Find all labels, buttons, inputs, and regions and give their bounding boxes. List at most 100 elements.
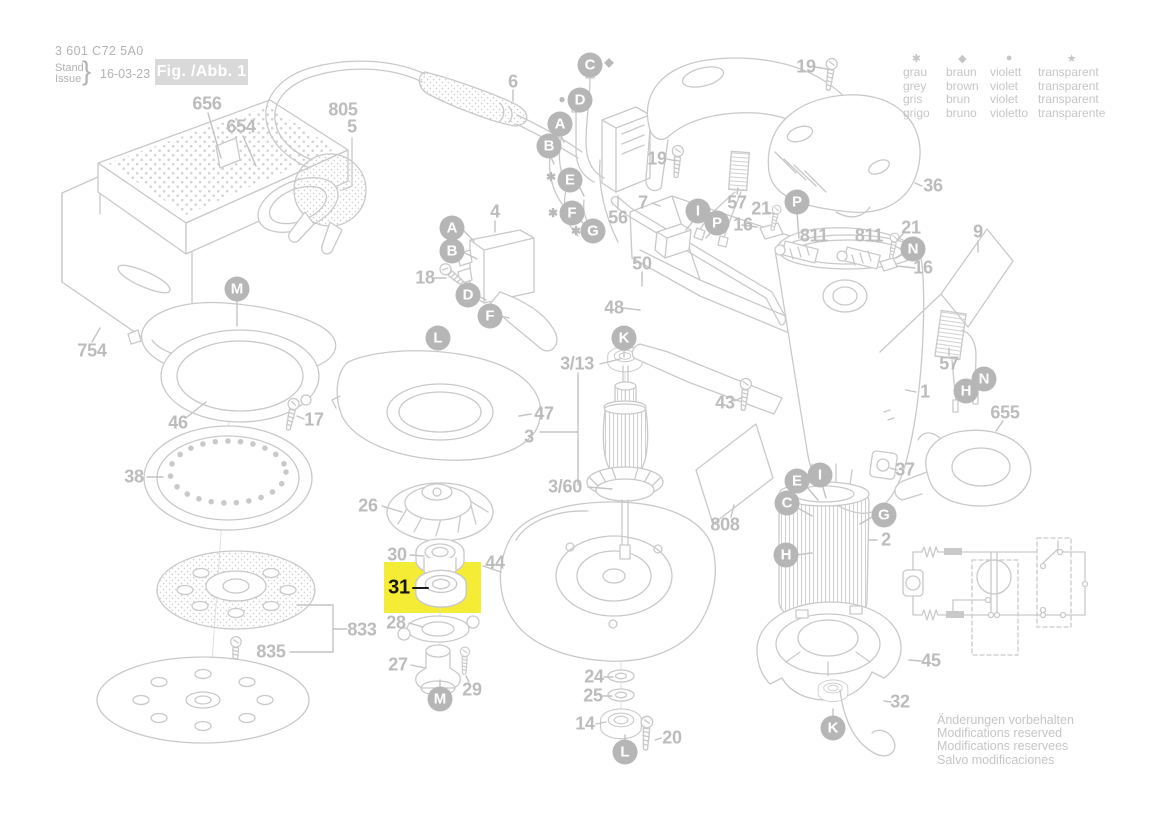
leader-lines	[91, 66, 1004, 744]
part-drawing-38	[143, 425, 313, 531]
part-label-36: 36	[923, 175, 943, 196]
dot-symbol: ●	[1005, 52, 1013, 64]
part-drawing-811a	[774, 240, 819, 264]
part-label-833: 833	[347, 619, 377, 640]
part-label-46: 46	[168, 412, 188, 433]
modifications-notice: Änderungen vorbehalten Modifications res…	[937, 713, 1074, 767]
part-label-31: 31	[388, 576, 410, 599]
legend-column-transparent: ★ transparent transparent transparent tr…	[1038, 52, 1105, 120]
callout-letter-F: F	[477, 303, 503, 329]
part-label-835: 835	[256, 641, 286, 662]
part-drawing-808	[695, 423, 774, 525]
symbol-marker-3: ✱	[547, 206, 559, 220]
stand-label: Stand	[55, 62, 84, 74]
part-label-43: 43	[715, 392, 735, 413]
part-label-17: 17	[304, 409, 324, 430]
part-label-47: 47	[534, 403, 554, 424]
part-label-18: 18	[415, 267, 435, 288]
part-label-811: 811	[799, 225, 829, 246]
callout-letter-K: K	[820, 715, 846, 741]
part-label-656: 656	[192, 93, 222, 114]
star-symbol: ★	[1066, 53, 1077, 65]
part-label-30: 30	[387, 544, 407, 565]
part-drawing-backing-pad	[96, 656, 310, 744]
callout-letter-E: E	[557, 167, 583, 193]
part-label-6: 6	[508, 71, 518, 92]
legend-cell: transparent	[1038, 78, 1099, 93]
callout-letter-A: A	[547, 111, 573, 137]
part-drawing-811b	[836, 246, 881, 270]
part-label-19: 19	[647, 148, 667, 169]
part-label-48: 48	[604, 297, 624, 318]
part-label-24: 24	[584, 666, 604, 687]
part-drawing-57	[693, 150, 750, 248]
part-label-16: 16	[733, 214, 753, 235]
diamond-symbol: ◆	[958, 53, 967, 65]
legend-cell: transparente	[1038, 105, 1106, 120]
legend-cell: violett	[990, 65, 1022, 79]
symbol-marker-2: ✱	[545, 170, 557, 184]
part-drawing-50	[610, 196, 787, 326]
part-label-805: 805	[328, 99, 358, 120]
symbol-marker-1: ●	[558, 92, 566, 106]
callout-letter-G: G	[871, 502, 897, 528]
part-label-21: 21	[901, 217, 921, 238]
callout-letter-I: I	[807, 462, 833, 488]
legend-cell: bruno	[946, 105, 977, 120]
part-label-3-13: 3/13	[560, 353, 594, 374]
legend-column-brown: ◆ braun brown brun bruno	[946, 52, 979, 120]
callout-letter-K: K	[611, 325, 637, 351]
part-label-27: 27	[388, 654, 408, 675]
callout-letter-D: D	[455, 282, 481, 308]
legend-cell: violet	[990, 78, 1019, 93]
part-label-37: 37	[895, 459, 915, 480]
part-drawing-28	[397, 615, 480, 643]
notice-line: Änderungen vorbehalten	[937, 713, 1074, 727]
part-label-50: 50	[632, 253, 652, 274]
part-drawing-45	[756, 601, 902, 703]
part-drawing-16b	[879, 257, 898, 272]
callout-letter-L: L	[425, 325, 451, 351]
part-label-1: 1	[920, 381, 930, 402]
part-label-57: 57	[939, 353, 959, 374]
wiring-schematic	[902, 537, 1089, 656]
part-code: 3 601 C72 5A0	[55, 44, 144, 58]
part-label-29: 29	[462, 679, 482, 700]
part-label-20: 20	[662, 727, 682, 748]
part-label-3: 3	[524, 426, 534, 447]
part-label-19: 19	[796, 56, 816, 77]
callout-letter-D: D	[567, 87, 593, 113]
part-drawing-32	[839, 689, 896, 757]
part-label-57: 57	[727, 192, 747, 213]
part-label-25: 25	[583, 685, 603, 706]
callout-letter-E: E	[784, 468, 810, 494]
part-label-5: 5	[347, 116, 357, 137]
part-drawing-3	[586, 346, 664, 560]
legend-cell: transparent	[1038, 92, 1099, 106]
notice-line: Modifications reserved	[937, 726, 1063, 741]
part-label-7: 7	[638, 192, 648, 213]
part-label-2: 2	[881, 529, 891, 550]
notice-line: Salvo modificaciones	[937, 752, 1055, 767]
part-label-4: 4	[490, 201, 500, 222]
asterisk-symbol: ✱	[911, 53, 921, 65]
part-label-754: 754	[77, 340, 107, 361]
part-label-44: 44	[485, 552, 505, 573]
part-drawing-cord-805	[265, 60, 583, 255]
legend-cell: grey	[903, 78, 927, 93]
part-drawing-833	[156, 550, 316, 630]
callout-letter-C: C	[577, 52, 603, 78]
symbol-marker-0: ◆	[604, 55, 614, 69]
part-label-21: 21	[751, 198, 771, 219]
part-drawing-7	[654, 223, 692, 259]
part-label-32: 32	[890, 691, 910, 712]
legend-cell: braun	[946, 65, 977, 79]
callout-letter-M: M	[224, 276, 250, 302]
part-drawing-27	[415, 644, 461, 696]
brace-glyph: }	[82, 56, 92, 86]
callout-letter-P: P	[784, 189, 810, 215]
legend-cell: transparent	[1038, 65, 1099, 79]
